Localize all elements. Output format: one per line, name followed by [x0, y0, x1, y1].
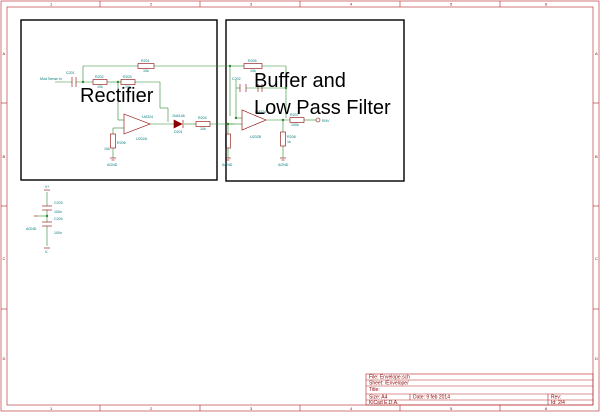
u202a-ref: U202A [136, 137, 148, 141]
r207-value: 100k [291, 123, 299, 127]
agnd-label: AGND [107, 163, 118, 167]
r208-ref: R208 [287, 135, 296, 139]
agnd-label: AGND [278, 163, 289, 167]
component-labels: Mod Sense In C201 R201 10k R202 10k R203… [26, 59, 330, 254]
frame-col-label: 5 [450, 406, 453, 411]
frame-col-label: 3 [250, 406, 253, 411]
title-sheet: Sheet: /Envelope/ [369, 381, 409, 387]
components [34, 63, 321, 249]
c204-ref: C204 [54, 217, 63, 221]
rectifier-block [20, 19, 218, 181]
u202a-value: LM324 [142, 115, 153, 119]
c203-ref: C203 [54, 201, 63, 205]
frame-col-label: 3 [250, 2, 253, 7]
frame-col-label: 6 [545, 406, 548, 411]
frame-col-label: 6 [545, 2, 548, 7]
buffer-title-line1: Buffer and [254, 70, 346, 92]
r204-ref: R204 [198, 116, 207, 120]
agnd-label: AGND [222, 163, 233, 167]
r202-ref: R202 [95, 75, 104, 79]
title-block-text: File: Envelope.sch Sheet: /Envelope/ Tit… [369, 375, 565, 407]
r206-value: 10k [104, 147, 110, 151]
r203-ref: R203 [123, 75, 132, 79]
input-net-label: Mod Sense In [40, 77, 62, 81]
title-date: Date: 9 feb 2014 [413, 395, 450, 401]
r202-value: 10k [97, 85, 103, 89]
frame-col-label: 2 [150, 2, 153, 7]
agnd-label: AGND [26, 227, 37, 231]
junctions [45, 64, 288, 218]
c203-value: 100n [54, 210, 62, 214]
title-rev: Rev: [551, 395, 561, 401]
buffer-title-line2: Low Pass Filter [254, 97, 391, 119]
frame-col-label: 1 [50, 406, 53, 411]
frame-row-label: B [595, 154, 598, 159]
r204-value: 10k [200, 127, 206, 131]
rectifier-title: Rectifier [80, 85, 154, 107]
wires [38, 65, 316, 246]
frame-row-label: C [3, 256, 6, 261]
c202-ref: C202 [232, 77, 241, 81]
frame-row-label: B [3, 154, 6, 159]
title-size: Size: A4 [369, 395, 388, 401]
output-net-label: ENV [322, 119, 330, 123]
frame-col-label: 1 [50, 2, 53, 7]
frame-col-label: 5 [450, 2, 453, 7]
r206-ref: R206 [117, 141, 126, 145]
frame-row-label: D [3, 356, 6, 361]
title-title: Title: [369, 387, 380, 393]
r205-value: 10k [250, 69, 256, 73]
vplus-label: V+ [45, 185, 50, 189]
d201-value: 1N4148 [172, 114, 185, 118]
c201-ref: C201 [66, 71, 75, 75]
title-block [365, 373, 594, 406]
r201-ref: R201 [141, 59, 150, 63]
frame-col-label: 2 [150, 406, 153, 411]
u202b-ref: U202B [250, 135, 262, 139]
frame-col-label: 4 [350, 2, 353, 7]
c204-value: 100n [54, 231, 62, 235]
u202b-value: LM324 [255, 110, 266, 114]
frame-row-label: A [595, 51, 598, 56]
r208-value: 1k [287, 140, 291, 144]
frame-labels: 1 2 3 4 5 6 1 2 3 4 5 6 A B C D A B C D [3, 2, 599, 412]
d201-ref: D201 [174, 130, 183, 134]
frame-row-label: C [595, 256, 598, 261]
r205-ref: R205 [248, 59, 257, 63]
r201-value: 10k [143, 69, 149, 73]
vminus-label: V- [45, 250, 49, 254]
title-file: File: Envelope.sch [369, 375, 410, 381]
frame-row-label: D [595, 356, 598, 361]
title-id: Id: 2/4 [551, 400, 565, 406]
frame-row-label: A [3, 51, 6, 56]
title-kicad: KiCad E.D.A. [369, 400, 398, 406]
r207-ref: R207 [290, 113, 299, 117]
frame-col-label: 4 [350, 406, 353, 411]
buffer-filter-block [225, 19, 405, 182]
r203-value: 10k [125, 85, 131, 89]
